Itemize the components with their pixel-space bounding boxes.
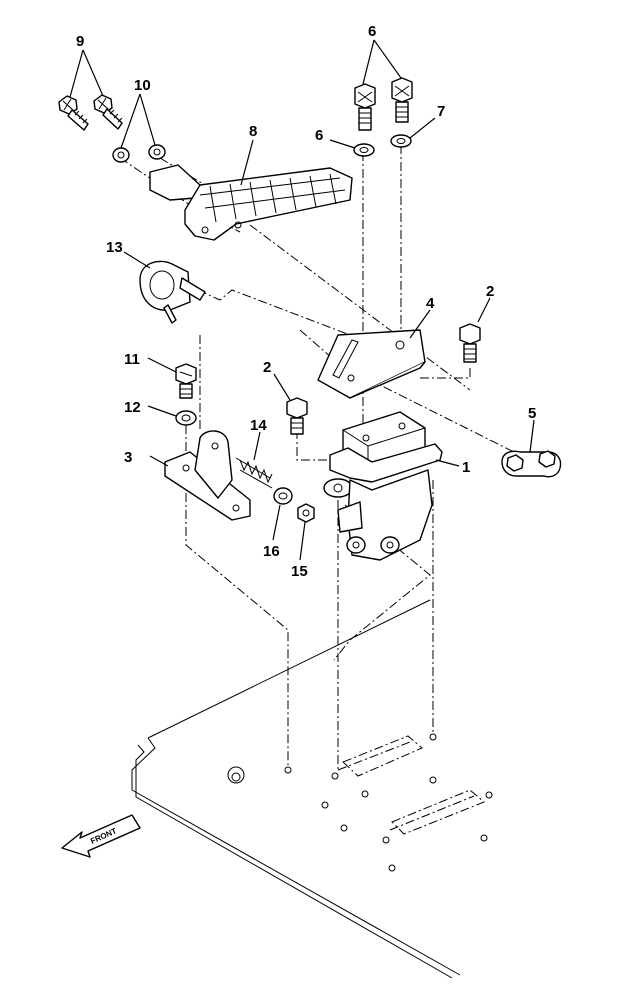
callout-leaders xyxy=(69,39,535,561)
callout-8: 9 xyxy=(76,33,84,50)
callout-4: 5 xyxy=(528,405,536,422)
bolt-2-left xyxy=(286,397,308,435)
callout-6-left: 6 xyxy=(315,127,323,144)
washer-12 xyxy=(175,410,197,426)
washer-6-left xyxy=(353,143,375,157)
callout-13: 13 xyxy=(106,239,123,256)
floor-plate xyxy=(131,599,493,979)
bolt-5-left xyxy=(354,83,376,131)
callout-2-right: 2 xyxy=(486,283,494,300)
bracket-3 xyxy=(317,329,426,399)
callout-5: 6 xyxy=(368,23,376,40)
callout-15: 15 xyxy=(291,563,308,580)
washer-9-left xyxy=(112,147,130,163)
washer-16 xyxy=(273,487,293,505)
callout-6-right: 7 xyxy=(437,103,445,120)
nut-15 xyxy=(297,503,315,523)
pedal-7 xyxy=(149,164,353,241)
callout-14: 14 xyxy=(250,417,267,434)
bolt-2-right xyxy=(459,323,481,363)
callout-7: 8 xyxy=(249,123,257,140)
callout-9: 10 xyxy=(134,77,151,94)
bolt-8-left xyxy=(58,95,89,131)
callout-3: 4 xyxy=(426,295,435,312)
callout-12: 12 xyxy=(124,399,141,416)
switch-13 xyxy=(139,260,206,324)
bolt-11 xyxy=(175,363,197,399)
washer-9-right xyxy=(148,144,166,160)
bolt-5-right xyxy=(391,77,413,123)
callout-11: 11 xyxy=(124,351,140,368)
callout-10: 3 xyxy=(124,449,132,466)
link-4 xyxy=(501,450,562,478)
spring-14 xyxy=(235,457,273,489)
washer-6-right xyxy=(390,134,412,148)
front-arrow-icon: FRONT xyxy=(61,814,141,858)
valve-1 xyxy=(323,411,443,561)
callout-labels: 9 10 8 6 6 7 13 4 2 2 5 11 12 14 3 1 16 … xyxy=(76,23,536,580)
bolt-8-right xyxy=(93,94,123,130)
callout-16: 16 xyxy=(263,543,280,560)
callout-2-left: 2 xyxy=(263,359,271,376)
callout-1: 1 xyxy=(462,459,470,476)
bracket-10 xyxy=(164,430,251,521)
